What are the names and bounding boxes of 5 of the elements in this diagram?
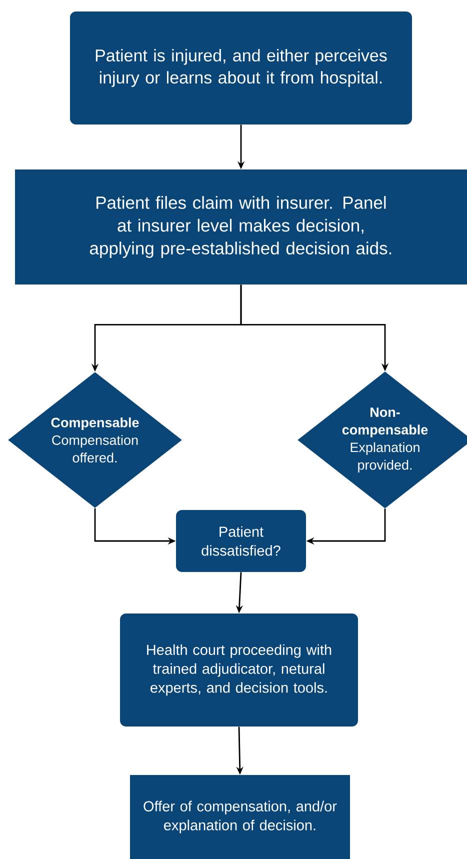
process-box: Patient dissatisfied? — [176, 510, 306, 572]
process-box: Health court proceeding with trained adjudicator, netural experts, and decision tools. — [120, 614, 358, 726]
process-box: Patient files claim with insurer. Panel at insurer level makes decision, applying pre-established decision aids. — [15, 170, 467, 284]
process-box: Patient is injured, and either perceives injury or learns about it from hospital. — [70, 12, 412, 124]
process-box: Offer of compensation, and/or explanation of decision. — [130, 775, 350, 859]
